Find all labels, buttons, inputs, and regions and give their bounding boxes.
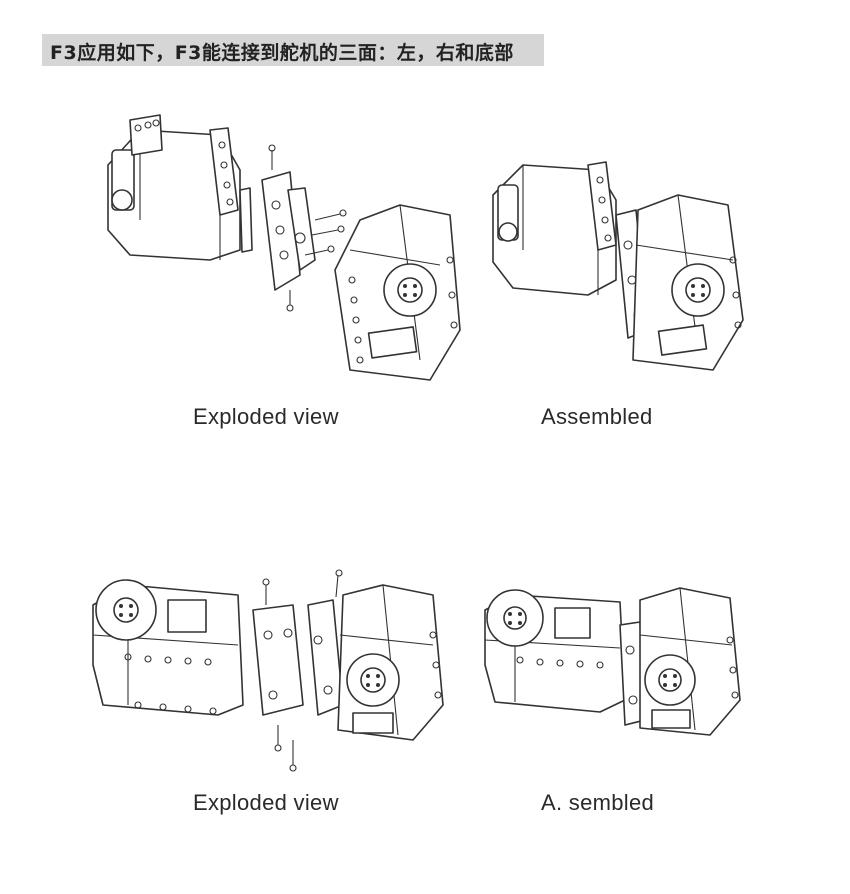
- exploded-bottom-drawing: [92, 569, 444, 772]
- page-title: F3应用如下，F3能连接到舵机的三面：左，右和底部: [50, 42, 514, 64]
- caption-assembled-2: A. sembled: [541, 790, 655, 815]
- servo-right: [632, 194, 744, 371]
- exploded-side-drawing: [107, 114, 461, 381]
- figure-assembled-bottom: [480, 580, 750, 745]
- assembled-bottom-drawing: [484, 587, 741, 736]
- figure-exploded-side: [100, 110, 470, 400]
- servo-left: [107, 114, 253, 261]
- servo-right: [337, 584, 444, 741]
- header-band: [42, 34, 544, 66]
- screws: [262, 569, 343, 772]
- caption-assembled-1: Assembled: [541, 404, 653, 429]
- servo-right: [334, 204, 461, 381]
- caption-exploded-view-1: Exploded view: [193, 404, 339, 429]
- figure-assembled-side: [488, 150, 758, 380]
- servo-left: [92, 579, 244, 716]
- servo-left: [492, 161, 617, 296]
- assembled-side-drawing: [492, 161, 744, 371]
- f3-bracket: [252, 599, 344, 716]
- caption-exploded-view-2: Exploded view: [193, 790, 339, 815]
- servo-left: [484, 589, 626, 713]
- servo-right: [639, 587, 741, 736]
- f3-bracket: [261, 171, 316, 291]
- figure-exploded-bottom: [88, 565, 458, 780]
- screws: [268, 144, 347, 312]
